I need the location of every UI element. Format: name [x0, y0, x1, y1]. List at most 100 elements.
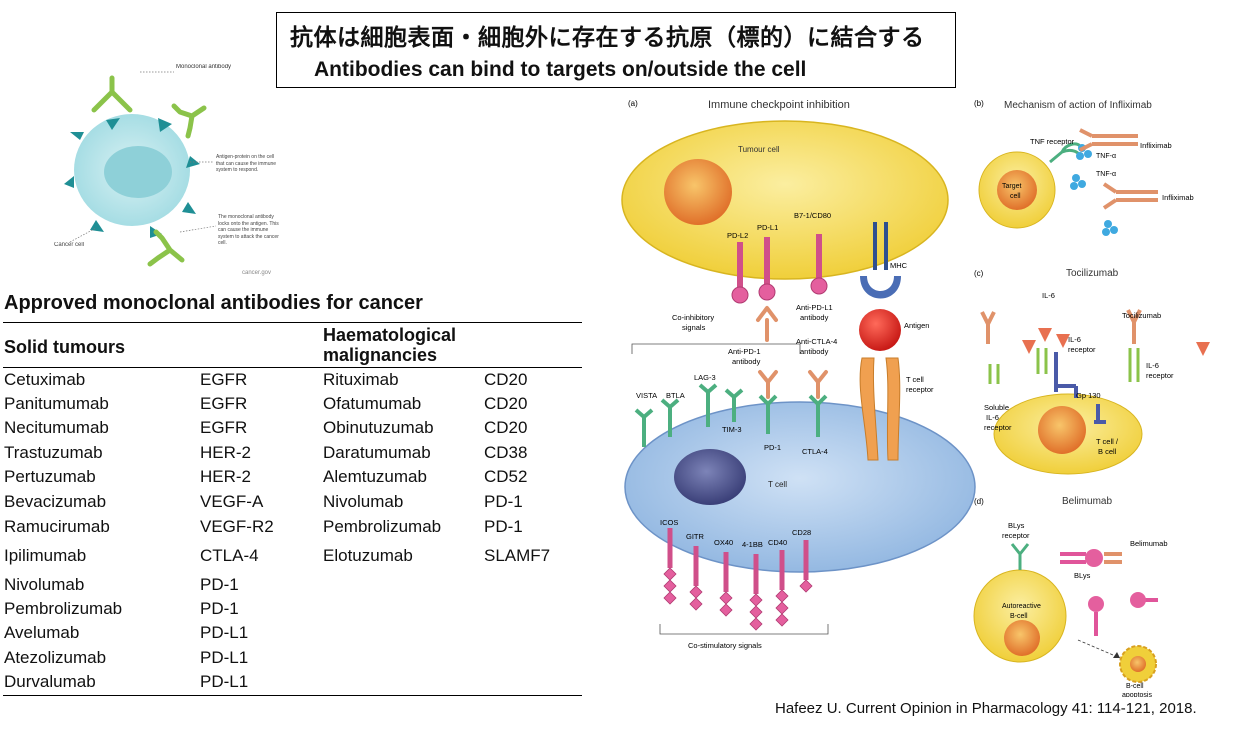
- btla-label: BTLA: [666, 391, 685, 400]
- monoclonal-label: Monoclonal antibody: [176, 64, 232, 70]
- antibody-icons: [91, 75, 207, 267]
- gp130: [1054, 352, 1106, 424]
- drug-target: EGFR: [200, 394, 248, 413]
- gp130-label: Gp 130: [1076, 391, 1101, 400]
- co-inhibitory-bracket: [631, 343, 801, 354]
- pd-l2-label: PD-L2: [727, 231, 748, 240]
- drug-name: Pembrolizumab: [323, 517, 442, 536]
- tnf-receptor: [1049, 142, 1082, 164]
- tim3-label: TIM-3: [722, 425, 742, 434]
- checkpoint-antibodies: [756, 306, 828, 399]
- anti-ctla4-label-2: antibody: [800, 347, 829, 356]
- drug-target: CD20: [484, 370, 528, 389]
- title-english: Antibodies can bind to targets on/outsid…: [314, 58, 807, 81]
- anti-pd1-label-2: antibody: [732, 357, 761, 366]
- drug-name: Durvalumab: [4, 672, 96, 691]
- apoptosis-label-2: apoptosis: [1122, 692, 1152, 697]
- drug-target: CD38: [484, 443, 528, 462]
- pd1-label: PD-1: [764, 443, 781, 452]
- drug-target: PD-L1: [200, 672, 249, 691]
- panel-b-title: Mechanism of action of Infliximab: [1004, 100, 1152, 111]
- drug-target: PD-1: [200, 599, 239, 618]
- drug-name: Alemtuzumab: [323, 467, 427, 486]
- autoreactive-label-2: B-cell: [1010, 613, 1028, 620]
- blys-receptor-label-2: receptor: [1002, 531, 1030, 540]
- drug-target: CD20: [484, 394, 528, 413]
- binding-label: The monoclonal antibody locks onto the a…: [218, 214, 279, 246]
- hafeez-figure: (a) Immune checkpoint inhibition Tumour …: [621, 99, 1210, 697]
- drug-target: PD-1: [484, 492, 523, 511]
- drug-name: Avelumab: [4, 623, 80, 642]
- gitr-label: GITR: [686, 532, 704, 541]
- target-cell-label-1: Target: [1002, 183, 1022, 190]
- tcr-label-line1: T cell: [906, 375, 924, 384]
- drug-name: Nivolumab: [4, 575, 85, 594]
- blys-receptor-label-1: BLys: [1008, 521, 1025, 530]
- table-bottom-rule: [3, 695, 582, 696]
- target-cell-label-2: cell: [1010, 193, 1021, 200]
- il6-receptor-label-1a: IL-6: [1068, 335, 1081, 344]
- il6-receptors: [988, 348, 1140, 384]
- il6-label: IL-6: [1042, 291, 1055, 300]
- co-stim-domain: [749, 605, 763, 619]
- belimumab-complex: [1060, 552, 1086, 564]
- drug-name: Cetuximab: [4, 370, 86, 389]
- il6-triangles: [1022, 328, 1210, 356]
- anti-pd-l1-label-2: antibody: [800, 313, 829, 322]
- co-stim-domain: [663, 579, 677, 593]
- t-cell-label: T cell: [768, 480, 787, 489]
- drug-name: Daratumumab: [323, 443, 431, 462]
- mhc: [873, 222, 888, 270]
- drug-target: EGFR: [200, 370, 248, 389]
- co-stim-domain: [799, 579, 813, 593]
- title-box: [276, 12, 956, 88]
- ox40-label: OX40: [714, 538, 733, 547]
- drug-target: VEGF-A: [200, 492, 264, 511]
- lag3-label: LAG-3: [694, 373, 716, 382]
- il6-receptor-label-1b: receptor: [1068, 345, 1096, 354]
- antigen: [859, 309, 901, 351]
- co-stim-domain: [689, 597, 703, 611]
- tnf-receptor-label: TNF receptor: [1030, 137, 1075, 146]
- table-top-rule: [3, 322, 582, 323]
- citation: Hafeez U. Current Opinion in Pharmacolog…: [775, 700, 1197, 717]
- b7-label: B7-1/CD80: [794, 211, 831, 220]
- co-stim-domain: [663, 591, 677, 605]
- panel-c-letter: (c): [974, 269, 984, 278]
- drug-name: Panitumumab: [4, 394, 109, 413]
- title-japanese: 抗体は細胞表面・細胞外に存在する抗原（標的）に結合する: [290, 25, 925, 51]
- drug-target: SLAMF7: [484, 546, 551, 565]
- haematological-header: Haematological malignancies: [323, 325, 457, 365]
- co-stim-domain: [719, 603, 733, 617]
- co-inhibitory-label-2: signals: [682, 323, 706, 332]
- drug-name: Elotuzumab: [323, 546, 413, 565]
- il6-receptor-label-2a: IL-6: [1146, 361, 1159, 370]
- soluble-label-2: IL-6: [986, 413, 999, 422]
- blys-ligand: [1085, 549, 1103, 567]
- tumour-ligand-stems: [737, 234, 822, 288]
- antigen-label: Antigen-protein on the cell that can cau…: [216, 154, 277, 173]
- drug-name: Nivolumab: [323, 492, 404, 511]
- drug-target: VEGF-R2: [200, 517, 274, 536]
- drug-target: PD-1: [200, 575, 239, 594]
- drug-name: Obinutuzumab: [323, 418, 434, 437]
- co-stim-domain: [775, 613, 789, 627]
- panel-a-title: Immune checkpoint inhibition: [708, 99, 850, 111]
- target-cell-nucleus: [997, 170, 1037, 210]
- belimumab-label: Belimumab: [1130, 539, 1168, 548]
- 4-1bb-label: 4-1BB: [742, 540, 763, 549]
- drug-target: PD-1: [484, 517, 523, 536]
- co-stim-domain: [775, 589, 789, 603]
- panel-a-letter: (a): [628, 99, 638, 108]
- drug-name: Necitumumab: [4, 418, 109, 437]
- drug-name: Trastuzumab: [4, 443, 103, 462]
- infliximab-antibodies: [1079, 128, 1158, 210]
- table-title: Approved monoclonal antibodies for cance…: [4, 292, 423, 314]
- cd28-label: CD28: [792, 528, 811, 537]
- drug-name: Pembrolizumab: [4, 599, 123, 618]
- co-stim-domain: [719, 591, 733, 605]
- blys-label: BLys: [1074, 571, 1091, 580]
- pd-l1-label: PD-L1: [757, 223, 778, 232]
- t-b-cell-nucleus: [1038, 406, 1086, 454]
- table-header-rule: [3, 367, 582, 368]
